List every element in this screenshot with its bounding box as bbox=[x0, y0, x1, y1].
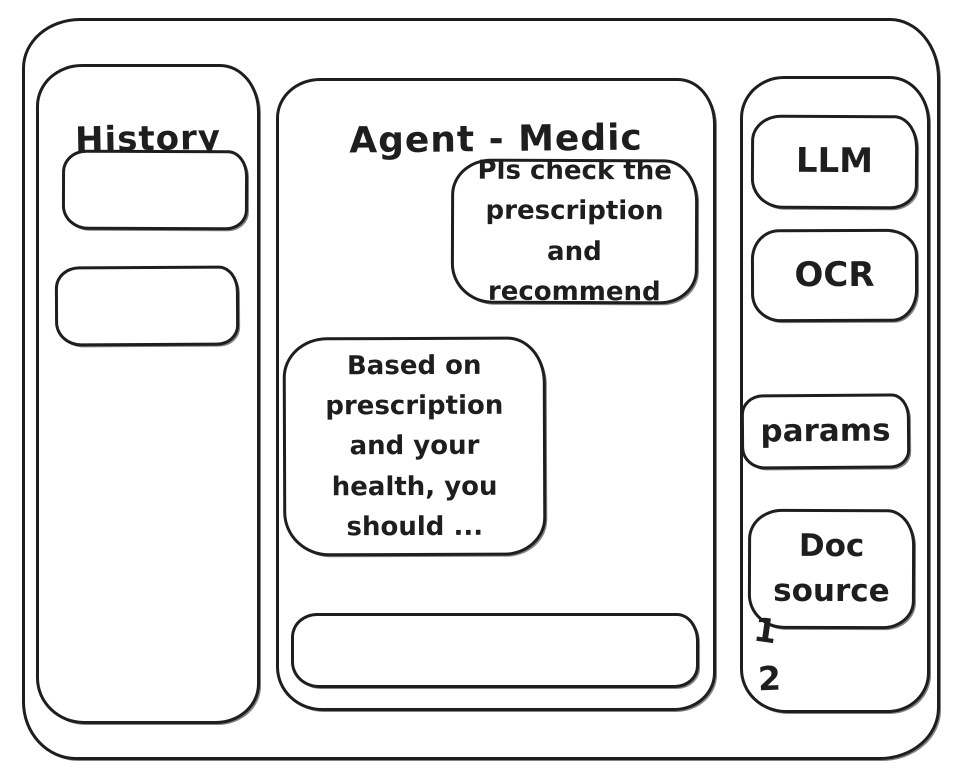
doc-source-note-2: 2 bbox=[757, 658, 782, 699]
user-message-bubble: Pls check the prescription and recommend bbox=[450, 156, 699, 307]
app-frame: History Agent - Medic Pls check the pres… bbox=[22, 18, 940, 760]
tools-sidebar: LLM OCR params Doc source 1 2 bbox=[740, 76, 930, 713]
agent-message-bubble: Based on prescription and your health, y… bbox=[282, 336, 547, 557]
history-item-2[interactable] bbox=[54, 265, 240, 347]
history-item-1[interactable] bbox=[61, 149, 249, 231]
llm-button[interactable]: LLM bbox=[750, 114, 919, 210]
history-sidebar: History bbox=[36, 64, 260, 724]
doc-source-note-1: 1 bbox=[751, 609, 780, 652]
chat-panel: Agent - Medic Pls check the prescription… bbox=[276, 78, 716, 711]
params-button[interactable]: params bbox=[740, 393, 911, 470]
ocr-button[interactable]: OCR bbox=[750, 228, 919, 323]
message-input[interactable] bbox=[291, 613, 699, 688]
